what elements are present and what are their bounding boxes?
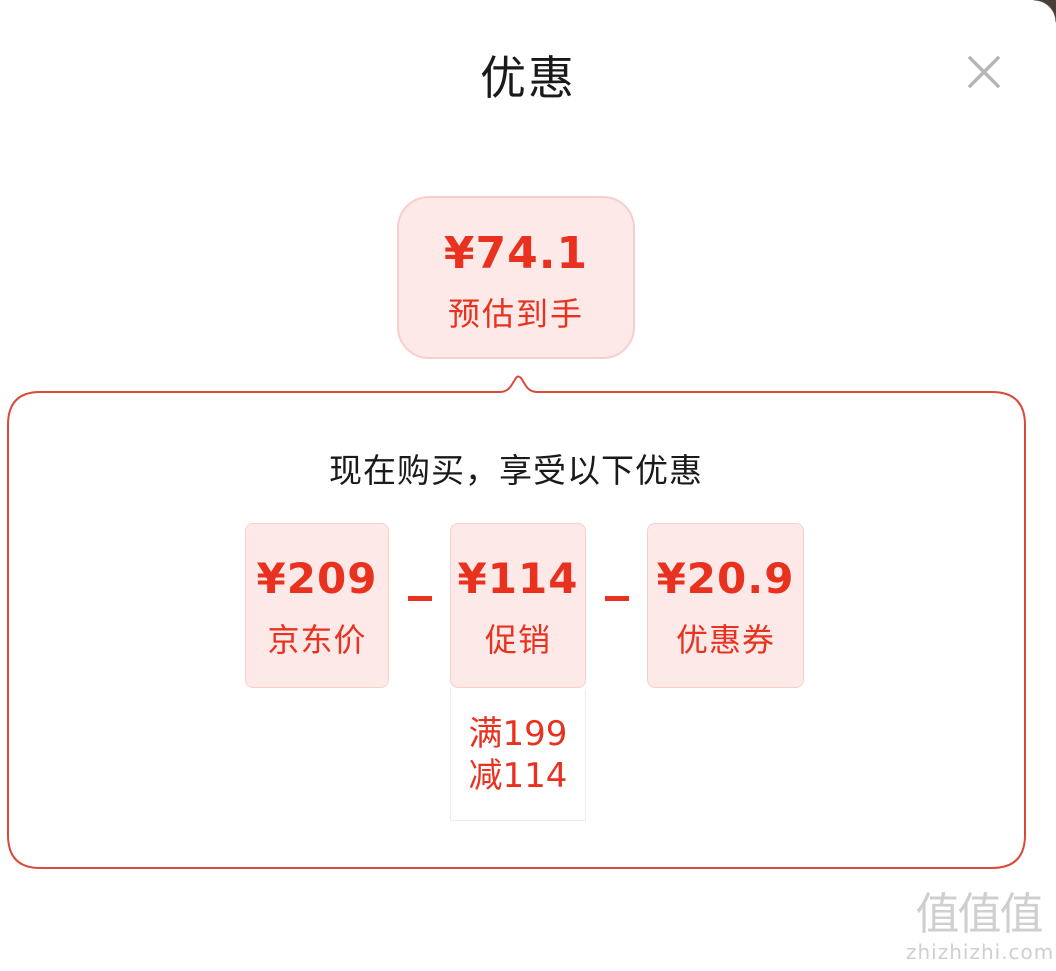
minus-icon (408, 596, 432, 601)
breakdown-heading: 现在购买，享受以下优惠 (329, 451, 703, 490)
watermark-logo: 值值值 (915, 889, 1044, 940)
coupon-label: 优惠券 (675, 621, 775, 659)
jd-price-card: ¥209 京东价 (245, 523, 389, 688)
jd-price-amount: ¥209 (256, 554, 378, 603)
watermark: 值值值 zhizhizhi.com (906, 889, 1055, 965)
promotion-amount: ¥114 (457, 554, 579, 603)
promotion-detail-reduction: 减114 (468, 756, 568, 796)
dialog-title: 优惠 (480, 51, 576, 105)
promotion-detail-threshold: 满199 (468, 714, 568, 754)
estimated-price: ¥74.1 (443, 228, 589, 279)
sheet-corner (1034, 0, 1056, 22)
jd-price-label: 京东价 (267, 621, 367, 659)
watermark-url: zhizhizhi.com (906, 940, 1055, 964)
minus-icon (605, 596, 629, 601)
coupon-amount: ¥20.9 (656, 554, 795, 603)
estimated-price-label: 预估到手 (447, 295, 584, 333)
estimated-price-card: ¥74.1 预估到手 (397, 196, 635, 359)
promotion-card: ¥114 促销 (450, 523, 586, 688)
coupon-card: ¥20.9 优惠券 (647, 523, 804, 688)
promotion-label: 促销 (484, 621, 551, 659)
promotion-detail: 满199 减114 (450, 689, 586, 821)
close-icon[interactable] (962, 50, 1006, 94)
